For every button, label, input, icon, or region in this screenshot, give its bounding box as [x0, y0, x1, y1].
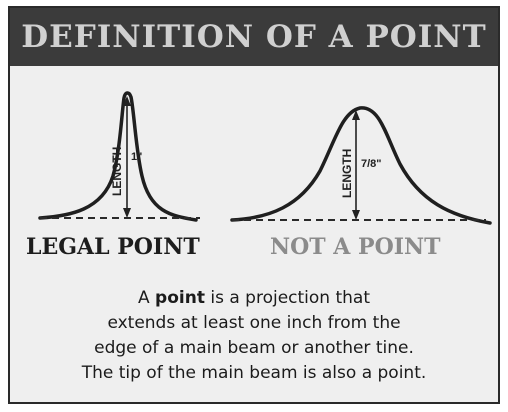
definition-line-3: edge of a main beam or another tine. [94, 338, 414, 358]
not-a-point-length-label: LENGTH [340, 149, 354, 198]
definition-line-2: extends at least one inch from the [107, 313, 401, 333]
not-a-point-outline [230, 106, 492, 225]
legal-point-figure: LENGTH 1" [38, 91, 200, 222]
definition-line-4: The tip of the main beam is also a point… [81, 363, 427, 383]
legal-point-outline [38, 91, 198, 222]
definition-panel: DEFINITION OF A POINT LENGTH 1" LENGTH 7… [8, 6, 500, 404]
not-a-point-arrowhead-top [352, 110, 360, 120]
legal-point-arrowhead-bottom [123, 208, 131, 218]
not-a-point-figure: LENGTH 7/8" [230, 106, 492, 225]
not-a-point-measurement: 7/8" [361, 158, 382, 170]
legal-point-label: LEGAL POINT [26, 234, 200, 260]
not-a-point-arrowhead-bottom [352, 210, 360, 220]
title-bar: DEFINITION OF A POINT [10, 8, 498, 66]
definition-text: A point is a projection that extends at … [10, 286, 498, 386]
point-diagram: LENGTH 1" LENGTH 7/8" [38, 91, 492, 225]
panel-title: DEFINITION OF A POINT [21, 19, 487, 55]
legal-point-arrowhead-top [123, 96, 131, 106]
legal-point-measurement: 1" [131, 151, 142, 163]
point-term: point [155, 288, 205, 308]
definition-line-1: A point is a projection that [138, 288, 370, 308]
legal-point-length-label: LENGTH [110, 147, 124, 196]
not-a-point-label: NOT A POINT [270, 234, 441, 260]
